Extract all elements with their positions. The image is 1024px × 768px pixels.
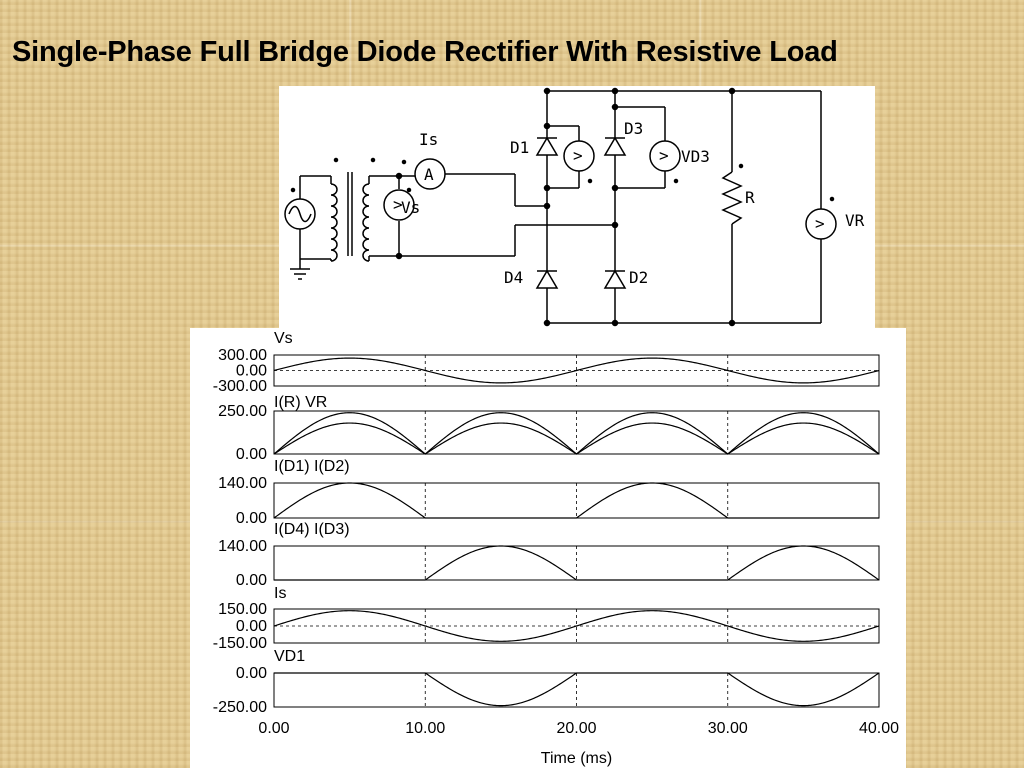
y-tick-label-load: 0.00 <box>236 446 267 463</box>
output-voltmeter-symbol: > <box>815 214 825 233</box>
series-id1 <box>273 482 879 519</box>
x-axis-label: Time (ms) <box>541 750 612 767</box>
d3-label: D3 <box>624 119 643 138</box>
source-voltmeter-label: Vs <box>401 198 420 217</box>
diode-d3-icon <box>603 103 627 192</box>
y-tick-label-vd1: -250.00 <box>213 699 267 716</box>
legend-vd1: VD1 <box>274 648 305 665</box>
x-tick-label: 40.00 <box>859 720 899 737</box>
diode-d2-icon <box>603 269 627 289</box>
diode-d4-icon <box>535 269 559 289</box>
series-vs <box>273 357 880 384</box>
ac-source-icon <box>284 175 331 260</box>
y-tick-label-vs: 0.00 <box>236 363 267 380</box>
x-tick-label: 30.00 <box>708 720 748 737</box>
legend-d4d3: I(D4) I(D3) <box>274 521 350 538</box>
d2-label: D2 <box>629 268 648 287</box>
resistor-icon <box>721 91 744 323</box>
voltmeter-d3-symbol: > <box>659 146 669 165</box>
ammeter-symbol: A <box>424 165 434 184</box>
slide-title: Single-Phase Full Bridge Diode Rectifier… <box>12 36 838 68</box>
d1-label: D1 <box>510 138 529 157</box>
series-id4 <box>274 545 880 581</box>
y-tick-label-is: -150.00 <box>213 635 267 652</box>
circuit-svg: Is A > Vs > > > D1 D3 VD3 D4 D2 R VR <box>284 87 865 327</box>
transformer-icon <box>330 157 376 262</box>
legend-load: I(R) VR <box>274 394 327 411</box>
y-tick-label-load: 250.00 <box>218 403 267 420</box>
vd3-label: VD3 <box>681 147 710 166</box>
source-voltmeter-icon <box>383 187 415 221</box>
series-is <box>273 610 880 642</box>
x-tick-label: 10.00 <box>405 720 445 737</box>
y-tick-label-is: 150.00 <box>218 601 267 618</box>
y-tick-label-vd1: 0.00 <box>236 665 267 682</box>
voltmeter-d1-icon <box>563 140 595 184</box>
circuit-schematic: Is A > Vs > > > D1 D3 VD3 D4 D2 R VR <box>279 86 875 330</box>
y-tick-label-d1d2: 0.00 <box>236 510 267 527</box>
voltmeter-d3-icon <box>649 140 681 184</box>
resistor-label: R <box>745 188 755 207</box>
voltmeter-d1-symbol: > <box>573 146 583 165</box>
y-tick-label-d4d3: 0.00 <box>236 572 267 589</box>
legend-vs: Vs <box>274 330 293 347</box>
d4-label: D4 <box>504 268 523 287</box>
x-tick-label: 20.00 <box>556 720 596 737</box>
ground-icon <box>290 259 310 280</box>
legend-d1d2: I(D1) I(D2) <box>274 458 350 475</box>
diode-d1-icon <box>535 122 559 192</box>
plot-frame-d1d2 <box>273 482 880 519</box>
x-tick-label: 0.00 <box>258 720 289 737</box>
plot-frame-vd1 <box>273 672 880 708</box>
legend-is: Is <box>274 585 286 602</box>
y-tick-label-vs: -300.00 <box>213 378 267 395</box>
y-tick-label-vs: 300.00 <box>218 347 267 364</box>
source-voltmeter-symbol: > <box>393 195 403 214</box>
output-voltmeter-label: VR <box>845 211 865 230</box>
y-tick-label-d4d3: 140.00 <box>218 538 267 555</box>
current-meter-label: Is <box>419 130 438 149</box>
y-tick-label-d1d2: 140.00 <box>218 475 267 492</box>
series-ir <box>273 422 880 455</box>
plot-frame-d4d3 <box>273 545 880 581</box>
y-tick-label-is: 0.00 <box>236 618 267 635</box>
series-vd1 <box>274 672 880 707</box>
output-voltmeter-icon <box>805 196 837 240</box>
